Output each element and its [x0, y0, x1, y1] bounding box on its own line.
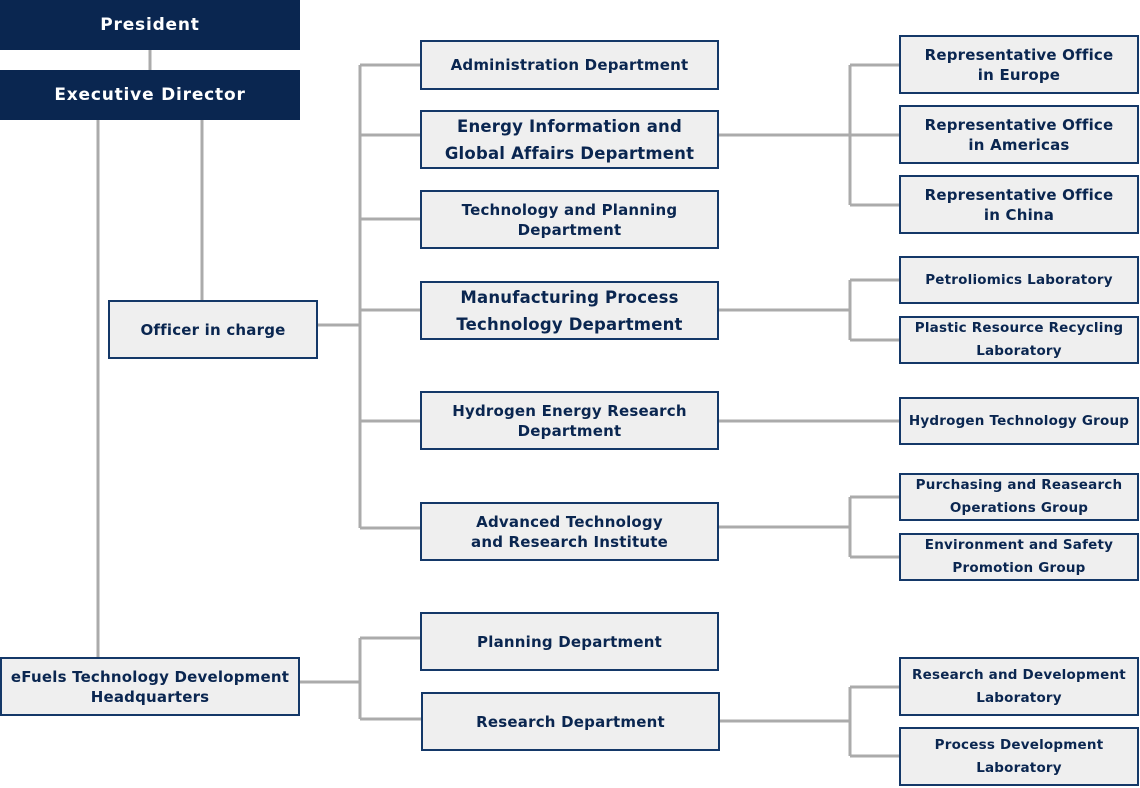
energy-info-department-box: Energy Information and Global Affairs De… [420, 110, 719, 169]
technology-planning-department-box: Technology and Planning Department [420, 190, 719, 249]
administration-department-box: Administration Department [420, 40, 719, 90]
environment-safety-group-box: Environment and Safety Promotion Group [899, 533, 1139, 581]
executive-director-box: Executive Director [0, 70, 300, 120]
research-department-box: Research Department [421, 692, 720, 751]
planning-department-box: Planning Department [420, 612, 719, 671]
hydrogen-technology-group-box: Hydrogen Technology Group [899, 397, 1139, 445]
rep-office-europe-box: Representative Office in Europe [899, 35, 1139, 94]
plastic-recycling-lab-box: Plastic Resource Recycling Laboratory [899, 316, 1139, 364]
petroliomics-lab-box: Petroliomics Laboratory [899, 256, 1139, 304]
president-box: President [0, 0, 300, 50]
rep-office-china-box: Representative Office in China [899, 175, 1139, 234]
hydrogen-department-box: Hydrogen Energy Research Department [420, 391, 719, 450]
rnd-lab-box: Research and Development Laboratory [899, 657, 1139, 716]
advanced-institute-box: Advanced Technology and Research Institu… [420, 502, 719, 561]
efuels-hq-box: eFuels Technology Development Headquarte… [0, 657, 300, 716]
officer-in-charge-box: Officer in charge [108, 300, 318, 359]
process-development-lab-box: Process Development Laboratory [899, 727, 1139, 786]
rep-office-americas-box: Representative Office in Americas [899, 105, 1139, 164]
purchasing-group-box: Purchasing and Reasearch Operations Grou… [899, 473, 1139, 521]
manufacturing-department-box: Manufacturing Process Technology Departm… [420, 281, 719, 340]
